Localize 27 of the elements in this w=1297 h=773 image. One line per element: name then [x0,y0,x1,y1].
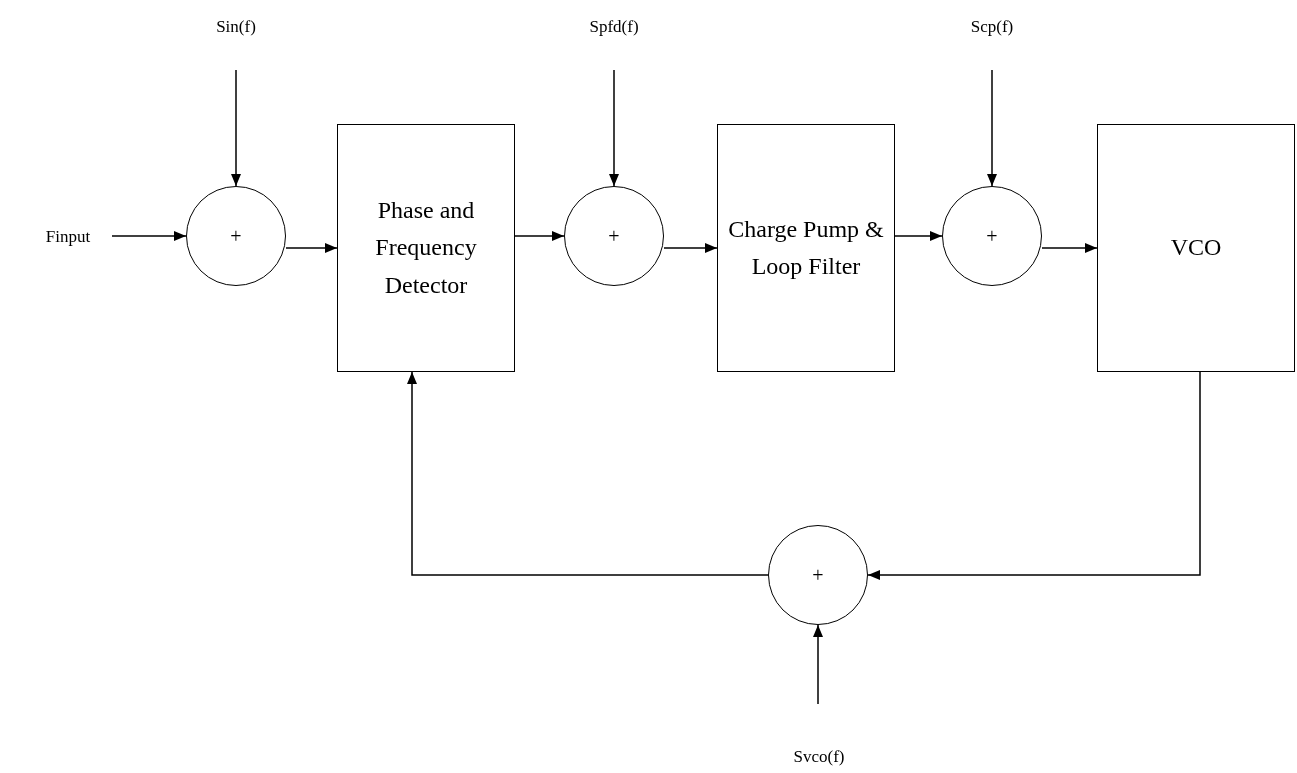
arrow [111,231,187,241]
arrow [663,243,718,253]
arrow [813,624,823,705]
signal-label: Sin(f) [216,17,256,37]
arrow [285,243,338,253]
plus-sign: + [986,224,998,248]
arrow [231,69,241,187]
arrow [894,231,943,241]
signal-label: Finput [45,227,91,247]
plus-sign: + [812,563,824,587]
block-label: Charge Pump & Loop Filter [727,214,885,281]
arrow [407,371,769,576]
arrow [987,69,997,187]
plus-sign: + [608,224,620,248]
block-label: VCO [1170,233,1222,263]
plus-sign: + [230,224,242,248]
arrow [867,371,1201,580]
signal-label: Scp(f) [970,17,1014,37]
signal-label: Svco(f) [793,747,845,767]
arrow [1041,243,1098,253]
signal-label: Spfd(f) [589,17,639,37]
process-box [1097,124,1295,372]
arrow [609,69,619,187]
process-box [337,124,515,372]
block-label: Phase and Frequency Detector [374,196,478,300]
arrow [514,231,565,241]
process-box [717,124,895,372]
